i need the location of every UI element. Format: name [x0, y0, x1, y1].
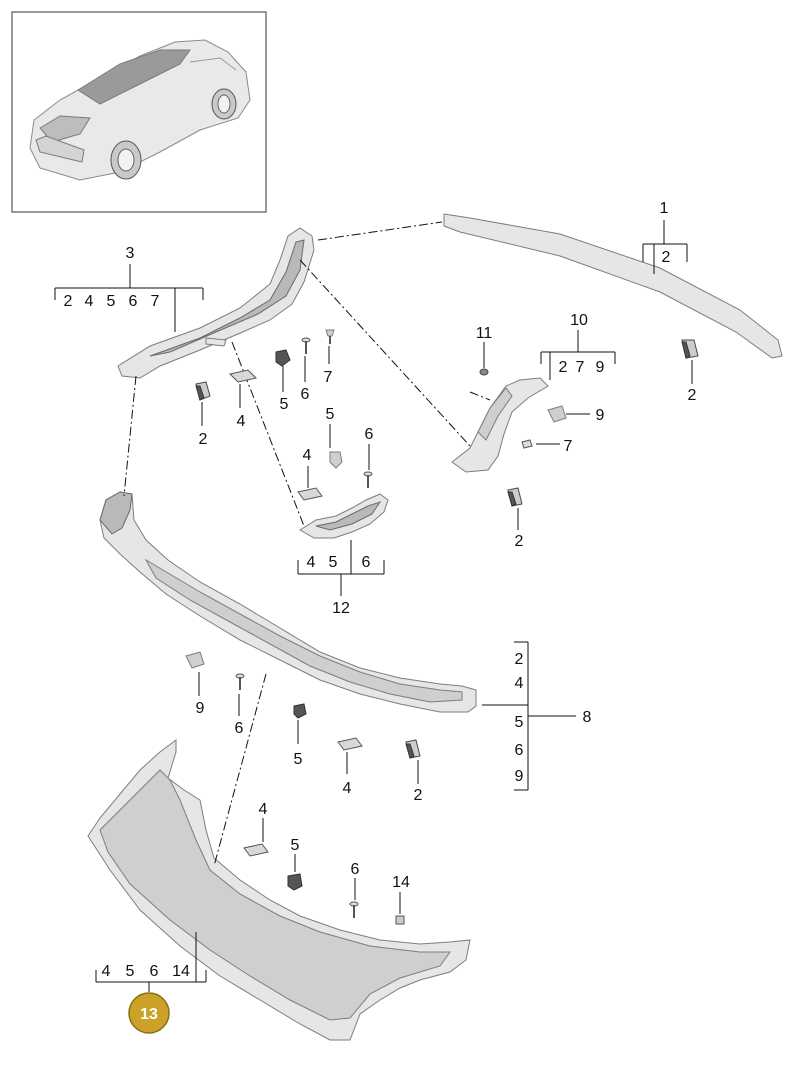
- callout-3-subpart: 6: [129, 293, 138, 310]
- clip-icon: [329, 451, 343, 469]
- callout-12-number: 12: [332, 600, 350, 617]
- screw-icon: [521, 439, 533, 449]
- part-label: 4: [259, 801, 268, 818]
- callout-3-subpart: 5: [107, 293, 116, 310]
- part-label: 4: [303, 447, 312, 464]
- callout-13-subpart: 5: [126, 963, 135, 980]
- screw-icon: [301, 337, 311, 354]
- callout-3-subpart: 2: [64, 293, 73, 310]
- callout-8-subpart: 9: [515, 768, 524, 785]
- part-label: 9: [196, 700, 205, 717]
- foam-pad-icon: [229, 369, 257, 383]
- rivet-icon: [325, 329, 335, 344]
- callout-10-subpart: 9: [596, 359, 605, 376]
- part-label: 6: [365, 426, 374, 443]
- part-13-side-panel: [87, 739, 471, 1041]
- part-label: 2: [414, 787, 423, 804]
- callout-1-number: 1: [660, 200, 669, 217]
- screw-icon: [349, 901, 359, 918]
- part-label: 5: [326, 406, 335, 423]
- callout-8-subpart: 5: [515, 714, 524, 731]
- callout-12-subpart: 5: [329, 554, 338, 571]
- callout-3-subpart: 7: [151, 293, 160, 310]
- callout-11-number: 11: [476, 325, 493, 342]
- callout-3-number: 3: [126, 245, 135, 262]
- callout-13-subpart: 6: [150, 963, 159, 980]
- rivet-icon: [479, 368, 489, 376]
- leader-lines: [54, 220, 693, 992]
- clip-icon: [681, 339, 699, 359]
- rivet-icon: [287, 873, 303, 891]
- callout-12-subpart: 4: [307, 554, 316, 571]
- part-label: 6: [351, 861, 360, 878]
- part-label: 5: [294, 751, 303, 768]
- callout-8-subpart: 6: [515, 742, 524, 759]
- rivet-icon: [395, 915, 405, 925]
- callout-13-subpart: 14: [172, 963, 190, 980]
- part-label: 4: [237, 413, 246, 430]
- rivet-icon: [293, 703, 307, 719]
- callout-13-subpart: 4: [102, 963, 111, 980]
- screw-icon: [235, 673, 245, 690]
- callout-8-subpart: 4: [515, 675, 524, 692]
- part-label: 7: [564, 438, 573, 455]
- callout-8-subpart: 2: [515, 651, 524, 668]
- part-12-bracket: [299, 493, 389, 539]
- part-label: 6: [235, 720, 244, 737]
- part-label: 9: [596, 407, 605, 424]
- rivet-icon: [275, 349, 291, 367]
- clip-icon: [547, 405, 567, 423]
- callout-13-number[interactable]: 13: [140, 1006, 158, 1023]
- foam-pad-icon: [243, 843, 269, 857]
- part-label: 14: [392, 874, 410, 891]
- callout-13-highlight-badge[interactable]: [128, 992, 170, 1034]
- part-label: 5: [291, 837, 300, 854]
- callout-10-subpart: 7: [576, 359, 585, 376]
- callout-10-subpart: 2: [559, 359, 568, 376]
- callout-1-subpart: 2: [662, 249, 671, 266]
- foam-pad-icon: [297, 487, 323, 501]
- foam-pad-icon: [337, 737, 363, 751]
- part-label: 5: [280, 396, 289, 413]
- screw-icon: [363, 471, 373, 488]
- part-label: 4: [343, 780, 352, 797]
- clip-icon: [185, 651, 205, 669]
- part-label: 2: [515, 533, 524, 550]
- part-1-trim-strip: [443, 213, 783, 359]
- clip-icon: [405, 739, 421, 759]
- part-label: 6: [301, 386, 310, 403]
- car-thumbnail-icon: [11, 11, 267, 213]
- callout-12-subpart: 6: [362, 554, 371, 571]
- callout-3-subpart: 4: [85, 293, 94, 310]
- clip-icon: [195, 381, 211, 401]
- part-8-lower-trim: [99, 491, 477, 713]
- callout-8-number: 8: [583, 709, 592, 726]
- part-3-pillar-trim: [117, 227, 315, 379]
- callout-10-number: 10: [570, 312, 588, 329]
- part-label: 7: [324, 369, 333, 386]
- connector-lines: [123, 221, 491, 867]
- clip-icon: [507, 487, 523, 507]
- part-label: 2: [199, 431, 208, 448]
- part-label: 2: [688, 387, 697, 404]
- part-10-bracket: [451, 377, 549, 473]
